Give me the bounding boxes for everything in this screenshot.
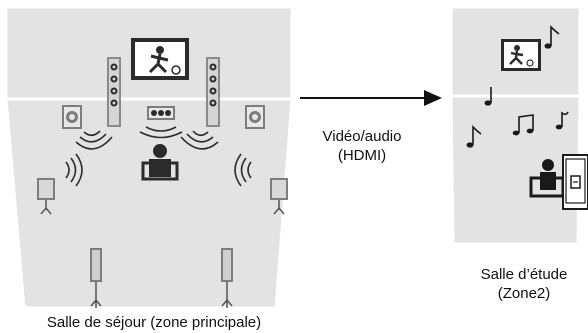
connection-label: Vidéo/audio (HDMI) bbox=[296, 127, 428, 165]
front-right-speaker-icon bbox=[206, 57, 220, 127]
center-speaker-icon bbox=[147, 106, 175, 120]
connection-label-line1: Vidéo/audio bbox=[322, 128, 402, 145]
zone2-label-line2: (Zone2) bbox=[497, 285, 551, 302]
zone2-speaker-icon bbox=[562, 154, 588, 210]
zone2-label-line1: Salle d’étude bbox=[480, 266, 568, 283]
zone2-tv-icon bbox=[501, 39, 541, 71]
listener-person-icon bbox=[141, 144, 179, 181]
zone2-label: Salle d’étude (Zone2) bbox=[458, 265, 588, 303]
presence-left-speaker-icon bbox=[62, 105, 82, 129]
connection-label-line2: (HDMI) bbox=[337, 147, 387, 164]
hdmi-arrow bbox=[300, 90, 442, 106]
front-left-speaker-icon bbox=[107, 57, 121, 127]
sound-wave-icon bbox=[65, 126, 252, 187]
main-tv-icon bbox=[131, 38, 189, 80]
presence-right-speaker-icon bbox=[245, 105, 265, 129]
music-note-icon bbox=[466, 25, 569, 148]
main-room-label: Salle de séjour (zone principale) bbox=[46, 314, 262, 331]
